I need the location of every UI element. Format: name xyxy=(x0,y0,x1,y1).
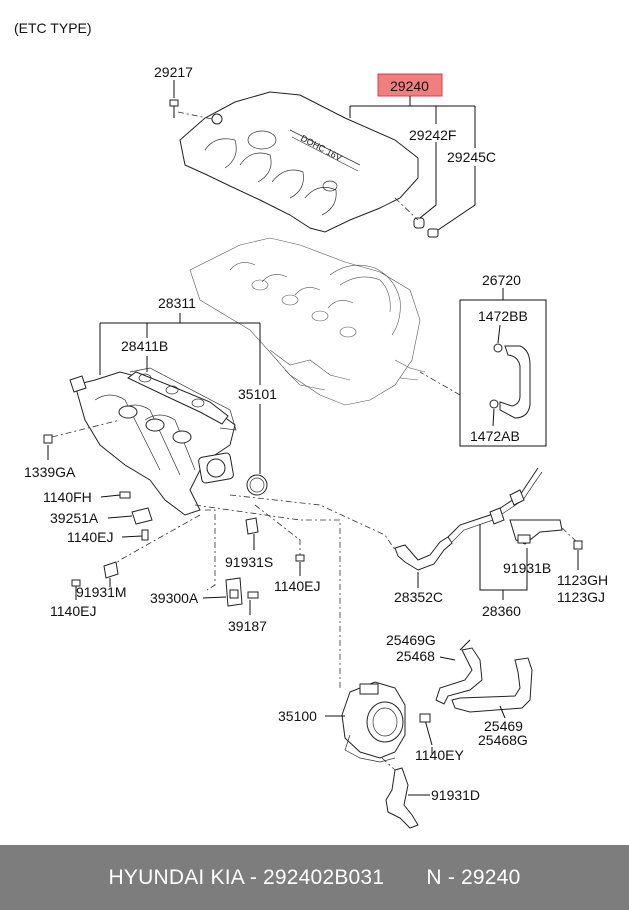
label-1140EJ-a: 1140EJ xyxy=(67,529,113,545)
bracket-91931B[interactable] xyxy=(509,519,563,545)
label-1472BB: 1472BB xyxy=(478,308,528,324)
label-29245C: 29245C xyxy=(447,149,496,165)
exploded-parts-diagram: (ETC TYPE) DOHC 16V 29240 29217 29242F 2… xyxy=(14,20,608,829)
label-28352C: 28352C xyxy=(394,589,443,605)
label-39300A: 39300A xyxy=(150,590,199,606)
footer-brand-part: HYUNDAI KIA - 292402B031 xyxy=(108,865,385,889)
bolt-1140EJ-c[interactable] xyxy=(71,579,81,587)
bracket-91931S[interactable] xyxy=(245,517,259,535)
vacuum-hose-28352C[interactable] xyxy=(394,536,453,571)
label-25469: 25469 xyxy=(484,718,523,734)
label-29217: 29217 xyxy=(154,64,193,80)
label-28360: 28360 xyxy=(482,603,521,619)
label-25469G: 25469G xyxy=(386,632,436,648)
label-35100: 35100 xyxy=(278,708,317,724)
label-1140EJ-b: 1140EJ xyxy=(274,578,320,594)
label-91931S: 91931S xyxy=(225,554,273,570)
clip-91931M[interactable] xyxy=(103,561,119,579)
label-29240: 29240 xyxy=(390,78,429,94)
throttle-gasket-35101[interactable] xyxy=(246,474,268,496)
label-25468G: 25468G xyxy=(478,732,528,748)
label-91931M: 91931M xyxy=(76,584,127,600)
vacuum-pipe-28360[interactable] xyxy=(447,467,543,543)
label-1140EY: 1140EY xyxy=(415,747,464,763)
label-28311: 28311 xyxy=(158,295,196,311)
label-1339GA: 1339GA xyxy=(24,464,76,480)
label-1140FH: 1140FH xyxy=(43,489,92,505)
label-39251A: 39251A xyxy=(50,510,99,526)
bolt-39187[interactable] xyxy=(247,591,259,599)
bracket-39251A[interactable] xyxy=(131,507,153,525)
label-1123GJ: 1123GJ xyxy=(557,589,605,605)
cylinder-head-outline xyxy=(189,237,426,406)
bracket-91931D[interactable] xyxy=(385,767,419,829)
label-91931B: 91931B xyxy=(503,560,551,576)
label-28411B: 28411B xyxy=(121,338,168,354)
label-25468-a: 25468 xyxy=(396,648,435,664)
coolant-hose-25468[interactable] xyxy=(451,657,533,713)
etc-type-label: (ETC TYPE) xyxy=(14,20,92,36)
grommet-29242F[interactable] xyxy=(413,217,425,229)
footer-part-number: HYUNDAI KIA - 292402B031 N - 29240 xyxy=(109,866,521,890)
nut-1339GA[interactable] xyxy=(43,434,53,444)
label-26720: 26720 xyxy=(482,272,521,288)
throttle-body-35100[interactable] xyxy=(341,681,406,763)
coolant-hose-25469[interactable] xyxy=(435,647,483,705)
label-35101: 35101 xyxy=(238,386,277,402)
engine-cover-part[interactable]: DOHC 16V xyxy=(179,91,419,233)
label-1472AB: 1472AB xyxy=(470,428,520,444)
bush-29245C[interactable] xyxy=(427,228,439,238)
bolt-29217[interactable] xyxy=(169,99,179,118)
label-39187: 39187 xyxy=(228,618,267,634)
label-91931D: 91931D xyxy=(431,787,480,803)
bolt-1140FH[interactable] xyxy=(119,491,131,499)
footer-ref: N - 29240 xyxy=(426,865,521,889)
label-1140EJ-c: 1140EJ xyxy=(50,603,96,619)
label-1123GH: 1123GH xyxy=(557,572,608,588)
sensor-39300A[interactable] xyxy=(225,577,243,607)
manifold-gasket-28411B[interactable] xyxy=(129,367,237,431)
parts-diagram-canvas: (ETC TYPE) DOHC 16V 29240 29217 29242F 2… xyxy=(14,20,608,829)
bolt-1140EJ-a[interactable] xyxy=(141,529,149,541)
pcv-hose[interactable] xyxy=(489,343,531,419)
intake-manifold-part[interactable] xyxy=(69,371,236,516)
label-29242F: 29242F xyxy=(409,127,456,143)
bolt-1140EY[interactable] xyxy=(419,713,433,746)
footer-bar: HYUNDAI KIA - 292402B031 N - 29240 xyxy=(0,845,629,910)
bolt-1123GH[interactable] xyxy=(573,540,583,550)
bolt-1140EJ-b[interactable] xyxy=(295,554,305,562)
